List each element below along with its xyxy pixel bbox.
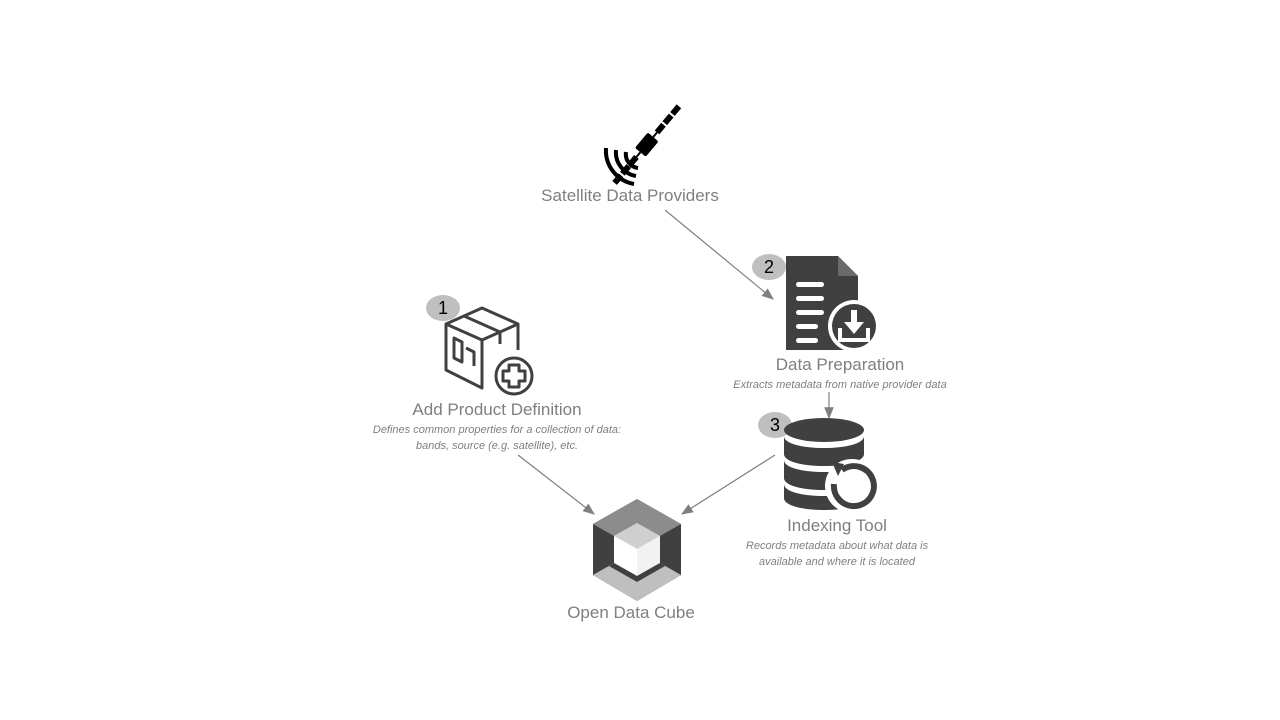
indexing-desc-line1: Records metadata about what data is [745, 540, 929, 552]
indexing-desc: Records metadata about what data is avai… [746, 538, 928, 570]
product-def-desc: Defines common properties for a collecti… [373, 422, 621, 454]
arrow-product-def-to-odc [517, 454, 595, 515]
step-badge-2: 2 [752, 254, 786, 280]
satellite-title: Satellite Data Providers [541, 186, 719, 205]
indexing-title: Indexing Tool [787, 516, 887, 535]
database-refresh-icon [784, 418, 879, 513]
data-prep-title: Data Preparation [775, 355, 905, 374]
product-def-desc-line1: Defines common properties for a collecti… [372, 424, 622, 436]
box-add-icon [444, 306, 534, 396]
step-badge-1: 1 [426, 295, 460, 321]
odc-title: Open Data Cube [567, 603, 695, 622]
indexing-desc-line2: available and where it is located [759, 556, 915, 568]
product-def-desc-line2: bands, source (e.g. satellite), etc. [415, 440, 579, 452]
satellite-icon [603, 104, 682, 186]
product-def-title: Add Product Definition [412, 400, 582, 419]
arrow-satellite-to-data-prep [664, 209, 774, 300]
arrow-indexing-to-odc [680, 454, 776, 515]
cube-logo-icon [593, 499, 681, 601]
document-download-icon [786, 256, 880, 352]
data-prep-desc: Extracts metadata from native provider d… [733, 379, 947, 391]
